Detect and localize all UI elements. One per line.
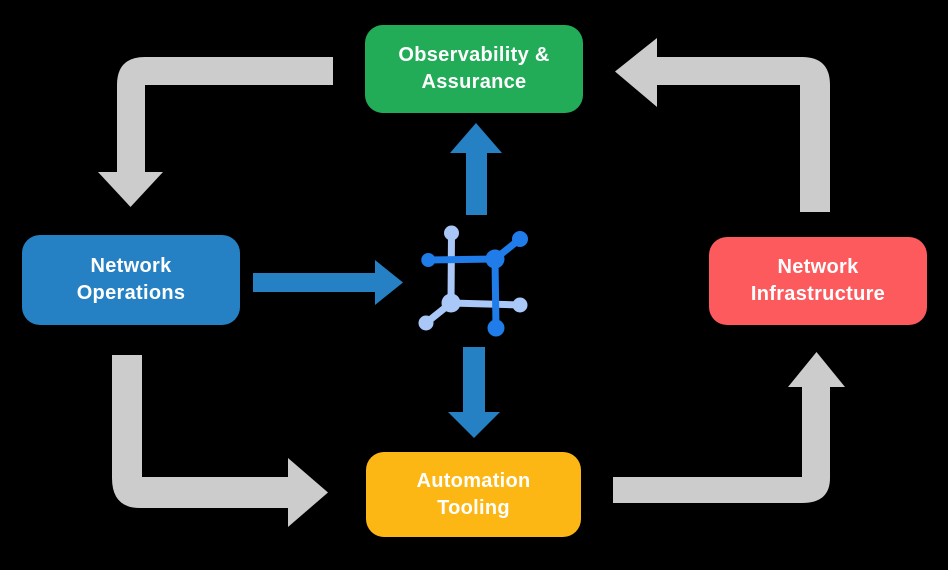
arrow-center-to-automation [448, 347, 500, 438]
icon-dark-lines [428, 236, 523, 329]
node-automation-tooling: Automation Tooling [366, 452, 581, 537]
node-label-line: Network [777, 256, 859, 278]
network-fabric-icon [418, 225, 528, 337]
node-label-line: Network [90, 255, 172, 277]
arrow-infrastructure-to-observability [615, 38, 830, 212]
node-label-line: Automation [416, 469, 531, 492]
node-network-operations: Network Operations [22, 235, 240, 325]
icon-dark-nodes [421, 231, 528, 337]
arrow-center-to-observability [450, 123, 502, 215]
arrow-operations-to-center [253, 260, 403, 305]
node-label-line: Infrastructure [750, 283, 886, 305]
icon-light-nodes [418, 225, 528, 331]
arrow-automation-to-infrastructure [613, 352, 845, 503]
node-network-infrastructure: Network Infrastructure [709, 237, 927, 325]
node-label-line: Tooling [437, 496, 510, 519]
arrow-operations-to-automation [112, 355, 328, 527]
node-observability-assurance: Observability & Assurance [365, 25, 583, 113]
node-label-line: Operations [76, 282, 186, 304]
arrow-observability-to-operations [98, 57, 333, 207]
node-label-line: Assurance [421, 71, 527, 93]
node-label-line: Observability & [398, 44, 550, 66]
